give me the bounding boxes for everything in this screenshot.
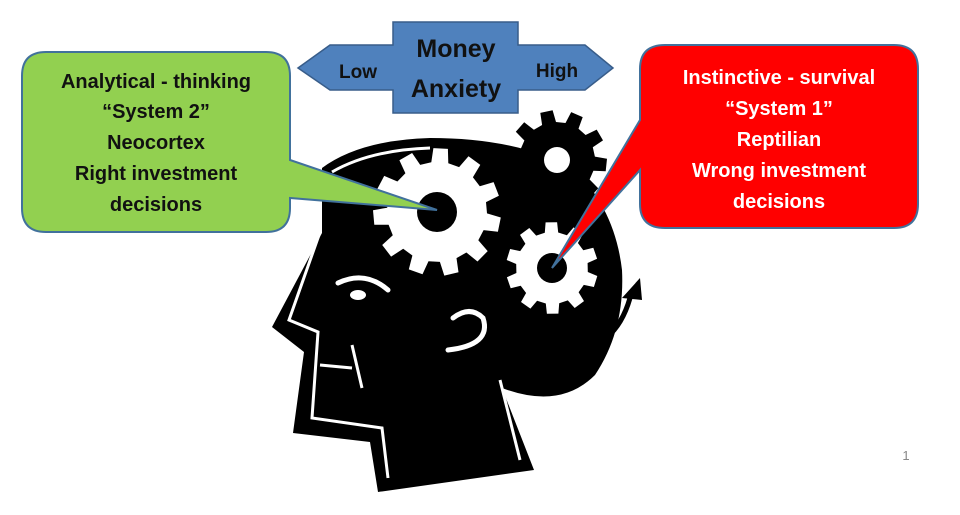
mouth-line	[319, 344, 364, 389]
right-line: Wrong investment	[692, 160, 866, 182]
ear	[445, 309, 487, 353]
right-line: Instinctive - survival	[683, 67, 875, 89]
left-line: decisions	[110, 194, 202, 216]
right-line: “System 1”	[725, 98, 833, 120]
rotation-arrow-head	[622, 278, 642, 300]
left-callout-text: Analytical - thinking “System 2” Neocort…	[61, 71, 251, 216]
low-label: Low	[339, 62, 377, 83]
left-callout	[21, 51, 438, 233]
right-callout	[551, 44, 919, 269]
right-line: decisions	[733, 191, 825, 213]
money-anxiety-title-1: Money	[416, 35, 495, 63]
left-line: Right investment	[75, 163, 238, 185]
high-label: High	[536, 61, 578, 82]
right-line: Reptilian	[737, 129, 821, 151]
page-number: 1	[902, 448, 909, 463]
money-anxiety-title-2: Anxiety	[411, 75, 501, 103]
rotation-arrow-icon	[567, 297, 633, 353]
black-gear-icon-hole	[544, 147, 570, 173]
head-silhouette	[272, 138, 623, 492]
left-line: Neocortex	[107, 132, 205, 154]
large-white-gear-icon-hole	[417, 192, 457, 232]
left-line: “System 2”	[102, 101, 210, 123]
left-line: Analytical - thinking	[61, 71, 251, 93]
anxiety-arrow-shape	[296, 21, 615, 114]
eye-brow	[335, 275, 391, 293]
head-outline-line	[287, 146, 522, 479]
eye	[350, 290, 366, 300]
right-callout-text: Instinctive - survival “System 1” Reptil…	[683, 67, 875, 213]
